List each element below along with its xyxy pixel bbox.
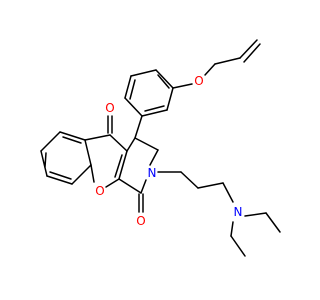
bond xyxy=(130,69,157,77)
bond xyxy=(46,175,73,185)
atom-lactam-nitrogen: N xyxy=(148,166,157,180)
bond xyxy=(166,87,174,111)
pyrrolidinone-ring xyxy=(118,137,159,213)
pyranone-ring xyxy=(84,115,128,188)
double-bond xyxy=(243,43,261,63)
allyloxy-chain xyxy=(172,39,261,89)
bond-from-ether-oxygen xyxy=(204,63,216,76)
bond xyxy=(40,131,61,152)
bond xyxy=(84,139,92,166)
double-bond-inner xyxy=(144,105,165,112)
bond xyxy=(134,115,143,139)
atom-ring-oxygen: O xyxy=(95,184,104,198)
bond xyxy=(155,69,174,89)
bond xyxy=(59,131,86,141)
ether-oxygen-label: O xyxy=(194,74,203,88)
molecule-structure-canvas: O O O O N N xyxy=(40,39,281,257)
bond xyxy=(141,109,168,117)
bond-from-lactam-nitrogen xyxy=(140,179,147,194)
bond xyxy=(214,57,241,65)
ketone-oxygen-label: O xyxy=(105,101,114,115)
bond-to-amine-nitrogen xyxy=(222,182,234,203)
bond xyxy=(239,39,258,59)
bond xyxy=(197,182,224,189)
double-bond-inner xyxy=(62,136,82,144)
double-bond-inner xyxy=(44,152,47,168)
bond-to-ether-oxygen xyxy=(172,83,193,89)
bond xyxy=(71,164,92,185)
bond-to-ring-oxygen xyxy=(105,178,120,188)
double-bond-inner xyxy=(157,74,170,89)
bond-from-amine-nitrogen xyxy=(230,221,234,237)
atom-amine-nitrogen: N xyxy=(234,205,243,219)
molecule-structure-diagram: O O O O N N xyxy=(40,39,281,257)
bond xyxy=(118,150,128,180)
double-bond-inner xyxy=(49,171,72,180)
ring-oxygen-label: O xyxy=(95,184,104,198)
bond xyxy=(124,75,132,99)
lactam-nitrogen-label: N xyxy=(148,166,157,180)
diethylaminopropyl-chain xyxy=(157,171,281,257)
bond xyxy=(265,212,281,233)
bond xyxy=(118,178,142,194)
bond xyxy=(180,171,199,189)
bond xyxy=(84,134,111,141)
benzo-ring xyxy=(40,131,92,185)
allyloxyphenyl-ring xyxy=(124,69,174,139)
bond xyxy=(40,150,48,177)
atom-ketone-oxygen-lower: O xyxy=(136,214,145,228)
atom-ether-oxygen: O xyxy=(194,74,203,88)
bond-to-ring-oxygen xyxy=(90,164,95,183)
double-bond-inner xyxy=(114,154,123,178)
bond-to-lactam-nitrogen xyxy=(149,149,159,166)
bond-from-amine-nitrogen xyxy=(244,212,267,217)
bond xyxy=(109,134,128,152)
amine-nitrogen-label: N xyxy=(234,205,243,219)
bond xyxy=(126,137,136,152)
bond xyxy=(134,137,159,151)
atom-ketone-oxygen-upper: O xyxy=(105,101,114,115)
lactam-oxygen-label: O xyxy=(136,214,145,228)
double-bond-inner xyxy=(129,79,136,100)
bond xyxy=(124,97,143,117)
bond xyxy=(230,235,246,257)
